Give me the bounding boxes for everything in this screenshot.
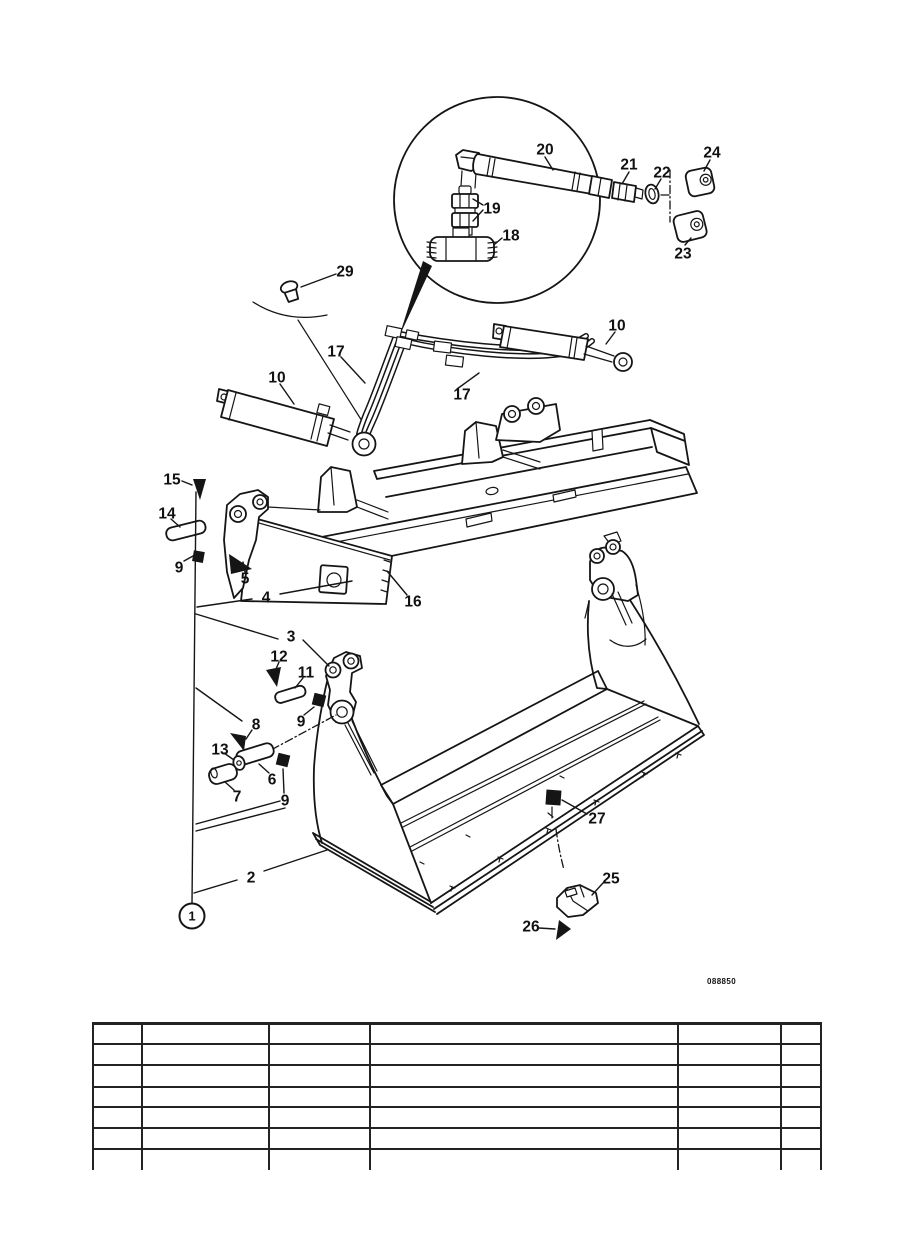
callout-5: 5: [241, 571, 250, 588]
table-row: [94, 1108, 820, 1129]
table-cell: [679, 1045, 782, 1064]
detail-circle: [393, 96, 601, 337]
callout-6: 6: [268, 772, 277, 789]
table-row: [94, 1088, 820, 1108]
table-row: [94, 1150, 820, 1170]
table-row: [94, 1066, 820, 1088]
callout-10: 10: [268, 370, 285, 387]
parts-table: [92, 1022, 822, 1170]
callout-1: 1: [188, 909, 195, 924]
callout-19: 19: [483, 201, 501, 218]
table-cell: [782, 1088, 820, 1106]
callout-16: 16: [404, 594, 422, 611]
table-cell: [94, 1129, 143, 1148]
table-cell: [270, 1045, 371, 1064]
callout-14: 14: [158, 506, 176, 523]
callout-12: 12: [270, 649, 287, 666]
table-cell: [143, 1108, 270, 1127]
table-cell: [94, 1025, 143, 1043]
table-cell: [679, 1025, 782, 1043]
table-cell: [679, 1150, 782, 1170]
table-cell: [782, 1066, 820, 1086]
plug-29: [252, 280, 363, 422]
callout-17: 17: [327, 344, 344, 361]
table-cell: [371, 1025, 679, 1043]
leader-lines: [170, 156, 711, 930]
callout-11: 11: [298, 665, 315, 682]
callout-7: 7: [233, 789, 242, 806]
callout-2: 2: [247, 870, 256, 887]
tooth-and-markers: [545, 789, 599, 940]
callout-27: 27: [588, 811, 605, 828]
table-cell: [143, 1045, 270, 1064]
callout-29: 29: [336, 264, 354, 281]
callout-10: 10: [608, 318, 625, 335]
callout-24: 24: [703, 145, 721, 162]
table-cell: [782, 1129, 820, 1148]
table-cell: [270, 1025, 371, 1043]
table-cell: [94, 1045, 143, 1064]
callout-9: 9: [281, 793, 290, 810]
table-cell: [371, 1045, 679, 1064]
callout-20: 20: [536, 142, 553, 159]
table-cell: [143, 1088, 270, 1106]
table-cell: [782, 1025, 820, 1043]
table-cell: [143, 1150, 270, 1170]
table-cell: [371, 1088, 679, 1106]
table-cell: [782, 1045, 820, 1064]
table-cell: [94, 1066, 143, 1086]
callout-22: 22: [653, 165, 670, 182]
callout-9: 9: [297, 714, 306, 731]
callout-8: 8: [252, 717, 261, 734]
table-cell: [94, 1088, 143, 1106]
table-cell: [371, 1129, 679, 1148]
link-bracket-and-pins: [165, 479, 378, 785]
table-cell: [782, 1150, 820, 1170]
table-cell: [371, 1108, 679, 1127]
table-cell: [679, 1108, 782, 1127]
table-cell: [782, 1108, 820, 1127]
callout-17: 17: [453, 387, 470, 404]
table-cell: [270, 1129, 371, 1148]
callout-4: 4: [262, 590, 271, 607]
table-cell: [679, 1129, 782, 1148]
table-cell: [270, 1150, 371, 1170]
table-row: [94, 1025, 820, 1045]
table-cell: [270, 1108, 371, 1127]
callout-26: 26: [522, 919, 540, 936]
table-cell: [270, 1066, 371, 1086]
table-cell: [679, 1088, 782, 1106]
bucket: [312, 531, 705, 915]
table-cell: [143, 1025, 270, 1043]
item-circle: [178, 902, 206, 930]
hose-assembly-detail: [426, 149, 716, 262]
table-row: [94, 1129, 820, 1150]
table-cell: [679, 1066, 782, 1086]
table-cell: [143, 1129, 270, 1148]
callout-25: 25: [602, 871, 620, 888]
detail-pointer-wedge: [399, 261, 432, 337]
callout-21: 21: [620, 157, 638, 174]
callout-9: 9: [175, 560, 184, 577]
figure-reference-number: 088850: [707, 977, 737, 986]
table-row: [94, 1045, 820, 1066]
table-cell: [371, 1150, 679, 1170]
callout-23: 23: [674, 246, 692, 263]
table-cell: [371, 1066, 679, 1086]
frame-crossmember: [223, 397, 698, 605]
table-cell: [143, 1066, 270, 1086]
table-cell: [270, 1088, 371, 1106]
callout-3: 3: [287, 629, 296, 646]
callout-15: 15: [163, 472, 181, 489]
table-cell: [94, 1108, 143, 1127]
callout-13: 13: [211, 742, 229, 759]
table-cell: [94, 1150, 143, 1170]
callout-18: 18: [502, 228, 520, 245]
hydraulic-cylinders-and-hoses: [216, 323, 633, 457]
